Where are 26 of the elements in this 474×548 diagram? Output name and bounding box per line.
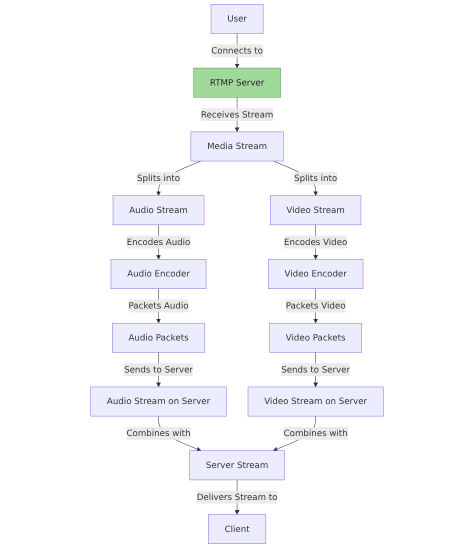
node-box: Client (208, 514, 266, 544)
node-box: Audio Encoder (110, 259, 206, 289)
edge-label: Delivers Stream to (196, 492, 278, 502)
edge-label: Splits into (137, 172, 180, 184)
edge-label: Splits into (294, 172, 338, 184)
node-box: Audio Stream (112, 195, 204, 226)
node-box: Video Stream (270, 195, 362, 226)
edge-label: Packets Video (286, 300, 346, 311)
edge-label: Combines with (284, 428, 348, 438)
node-box: User (210, 4, 264, 34)
edge-label: Combines with (126, 428, 191, 438)
node-box: RTMP Server (193, 68, 281, 98)
edge-label: Encodes Video (284, 236, 348, 247)
node-box: Server Stream (189, 450, 285, 480)
node-box: Video Packets (269, 322, 362, 353)
edge-label: Packets Audio (128, 300, 189, 311)
node-box: Media Stream (190, 132, 284, 162)
edge-label: Receives Stream (200, 109, 274, 120)
node-box: Video Stream on Server (248, 386, 384, 416)
edge-label: Sends to Server (281, 364, 350, 375)
edge-label: Sends to Server (124, 364, 193, 375)
edge-label: Encodes Audio (126, 236, 190, 247)
edge-label: Connects to (211, 45, 263, 56)
node-box: Video Encoder (268, 259, 364, 289)
node-box: Audio Stream on Server (90, 386, 227, 416)
node-box: Audio Packets (112, 322, 206, 353)
